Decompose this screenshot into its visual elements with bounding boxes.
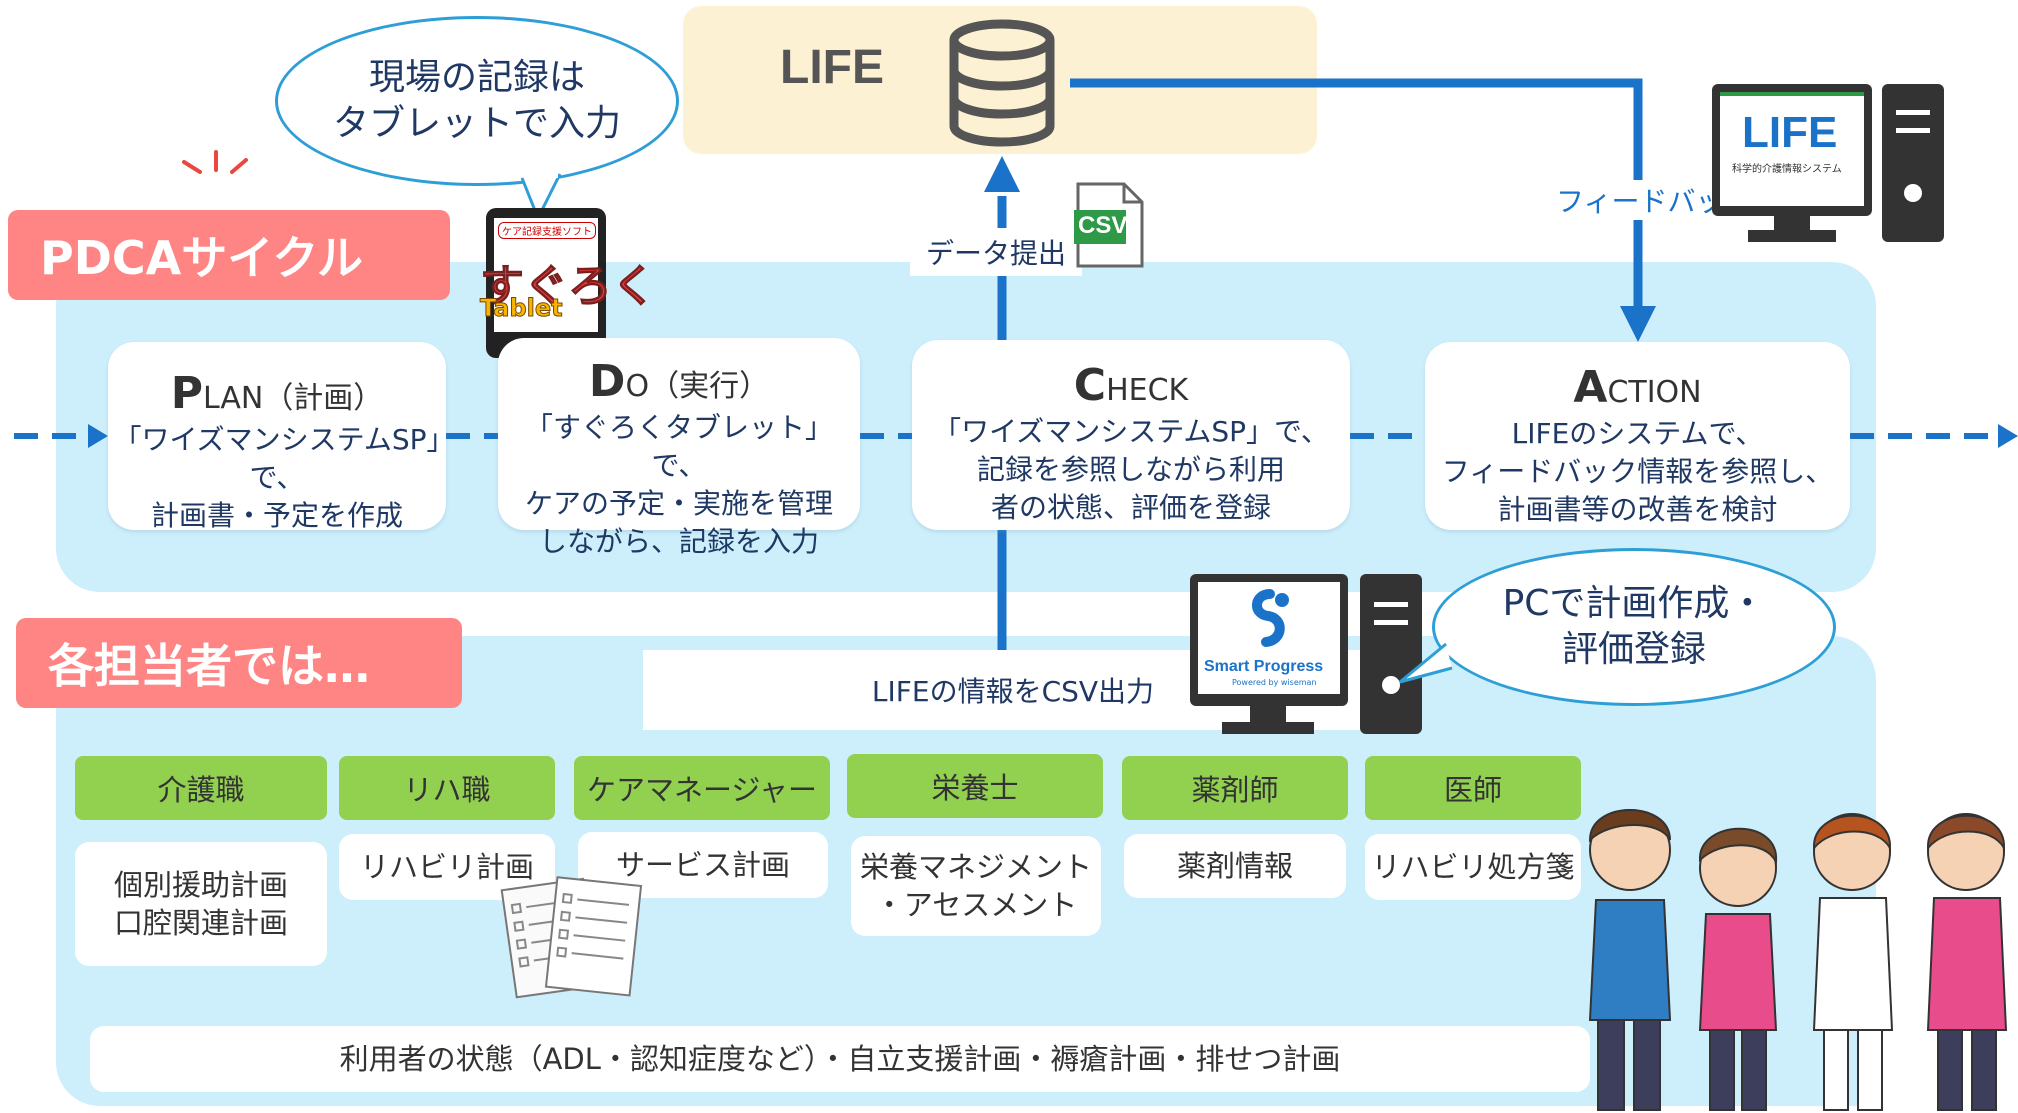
action-card-title: ACTION — [1425, 362, 1850, 413]
life-monitor-screen — [1720, 92, 1864, 206]
documents-illustration — [500, 876, 643, 999]
tablet-caption: ケア記録支援ソフト — [498, 222, 596, 239]
plan-nutritionist: 栄養マネジメント ・アセスメント — [851, 836, 1101, 936]
plan-card-title: PLAN（計画） — [108, 368, 446, 419]
tower-power-button — [1904, 184, 1922, 202]
check-card-description: 「ワイズマンシステムSP」で、 記録を参照しながら利用 者の状態、評価を登録 — [933, 415, 1329, 524]
life-monitor-sub: 科学的介護情報システム — [1732, 164, 1842, 175]
tower-slot — [1896, 128, 1930, 133]
bottom-info-bar: 利用者の状態（ADL・認知症度など）・自立支援計画・褥瘡計画・排せつ計画 — [90, 1026, 1590, 1092]
do-paren: （実行） — [649, 369, 770, 404]
do-card-title: DO（実行） — [498, 356, 860, 407]
pc-planning-bubble: PCで計画作成・ 評価登録 — [1432, 548, 1836, 706]
staff-tag: 各担当者では… — [16, 618, 462, 708]
smart-progress-logo-sub: Powered by wiseman — [1232, 678, 1317, 687]
do-card: DO（実行） 「すぐろくタブレット」で、 ケアの予定・実施を管理 しながら、記録… — [498, 338, 860, 558]
life-monitor-logo: LIFE — [1742, 108, 1838, 157]
action-rest: CTION — [1607, 375, 1702, 410]
tower-slot — [1896, 110, 1930, 115]
smart-progress-logo: Smart Progress — [1204, 658, 1324, 675]
plan-card-description: 「ワイズマンシステムSP」で、 計画書・予定を作成 — [113, 423, 441, 532]
plan-rest: LAN — [202, 381, 264, 416]
plan-pharmacist: 薬剤情報 — [1124, 834, 1346, 898]
smart-progress-monitor: Smart Progress Powered by wiseman — [1190, 574, 1348, 706]
life-monitor: LIFE 科学的介護情報システム — [1712, 84, 1872, 216]
pdca-tag: PDCAサイクル — [8, 210, 450, 300]
action-initial: A — [1573, 362, 1608, 413]
tablet-screen — [494, 218, 598, 332]
smart-progress-tower — [1360, 574, 1422, 734]
data-submit-label: データ提出 — [910, 228, 1082, 276]
check-rest: HECK — [1106, 373, 1189, 408]
database-icon — [949, 19, 1055, 147]
role-nutritionist: 栄養士 — [847, 754, 1103, 818]
life-pc-tower — [1882, 84, 1944, 242]
life-database-label: LIFE — [780, 41, 884, 94]
tablet-device: ケア記録支援ソフト すぐろく Tablet — [480, 208, 657, 358]
plan-paren: （計画） — [263, 381, 384, 416]
check-card-title: CHECK — [912, 360, 1350, 411]
pc-bubble-tail — [1399, 642, 1453, 684]
plan-card: PLAN（計画） 「ワイズマンシステムSP」で、 計画書・予定を作成 — [108, 342, 446, 532]
smart-progress-monitor-base — [1222, 722, 1314, 734]
csv-file-label: CSV — [1078, 212, 1128, 239]
tablet-logo-sub: Tablet — [480, 294, 564, 323]
plan-initial: P — [170, 368, 203, 419]
plan-care-worker: 個別援助計画 口腔関連計画 — [75, 842, 327, 966]
do-card-description: 「すぐろくタブレット」で、 ケアの予定・実施を管理 しながら、記録を入力 — [524, 411, 833, 558]
action-card-description: LIFEのシステムで、 フィードバック情報を参照し、 計画書等の改善を検討 — [1441, 417, 1834, 526]
care-staff-illustration — [1588, 809, 2008, 1111]
role-care-manager: ケアマネージャー — [574, 756, 830, 820]
csv-file-icon — [1074, 182, 1144, 268]
plan-doctor: リハビリ処方箋 — [1365, 834, 1581, 900]
role-pharmacist: 薬剤師 — [1122, 756, 1348, 820]
tower-power-button — [1382, 676, 1400, 694]
action-card: ACTION LIFEのシステムで、 フィードバック情報を参照し、 計画書等の改… — [1425, 342, 1850, 530]
tower-slot — [1374, 602, 1408, 607]
life-monitor-stand — [1774, 216, 1810, 230]
role-doctor: 医師 — [1365, 756, 1581, 820]
check-initial: C — [1073, 360, 1107, 411]
do-rest: O — [625, 369, 650, 404]
smart-progress-logo-icon — [1252, 589, 1289, 647]
check-card: CHECK 「ワイズマンシステムSP」で、 記録を参照しながら利用 者の状態、評… — [912, 340, 1350, 530]
life-monitor-base — [1748, 230, 1836, 242]
tablet-logo: すぐろく — [480, 261, 657, 313]
tablet-input-bubble: 現場の記録は タブレットで入力 — [275, 16, 679, 186]
smart-progress-monitor-stand — [1250, 706, 1286, 722]
role-rehab: リハ職 — [339, 756, 555, 820]
tower-slot — [1374, 620, 1408, 625]
role-care-worker: 介護職 — [75, 756, 327, 820]
do-initial: D — [588, 356, 626, 407]
